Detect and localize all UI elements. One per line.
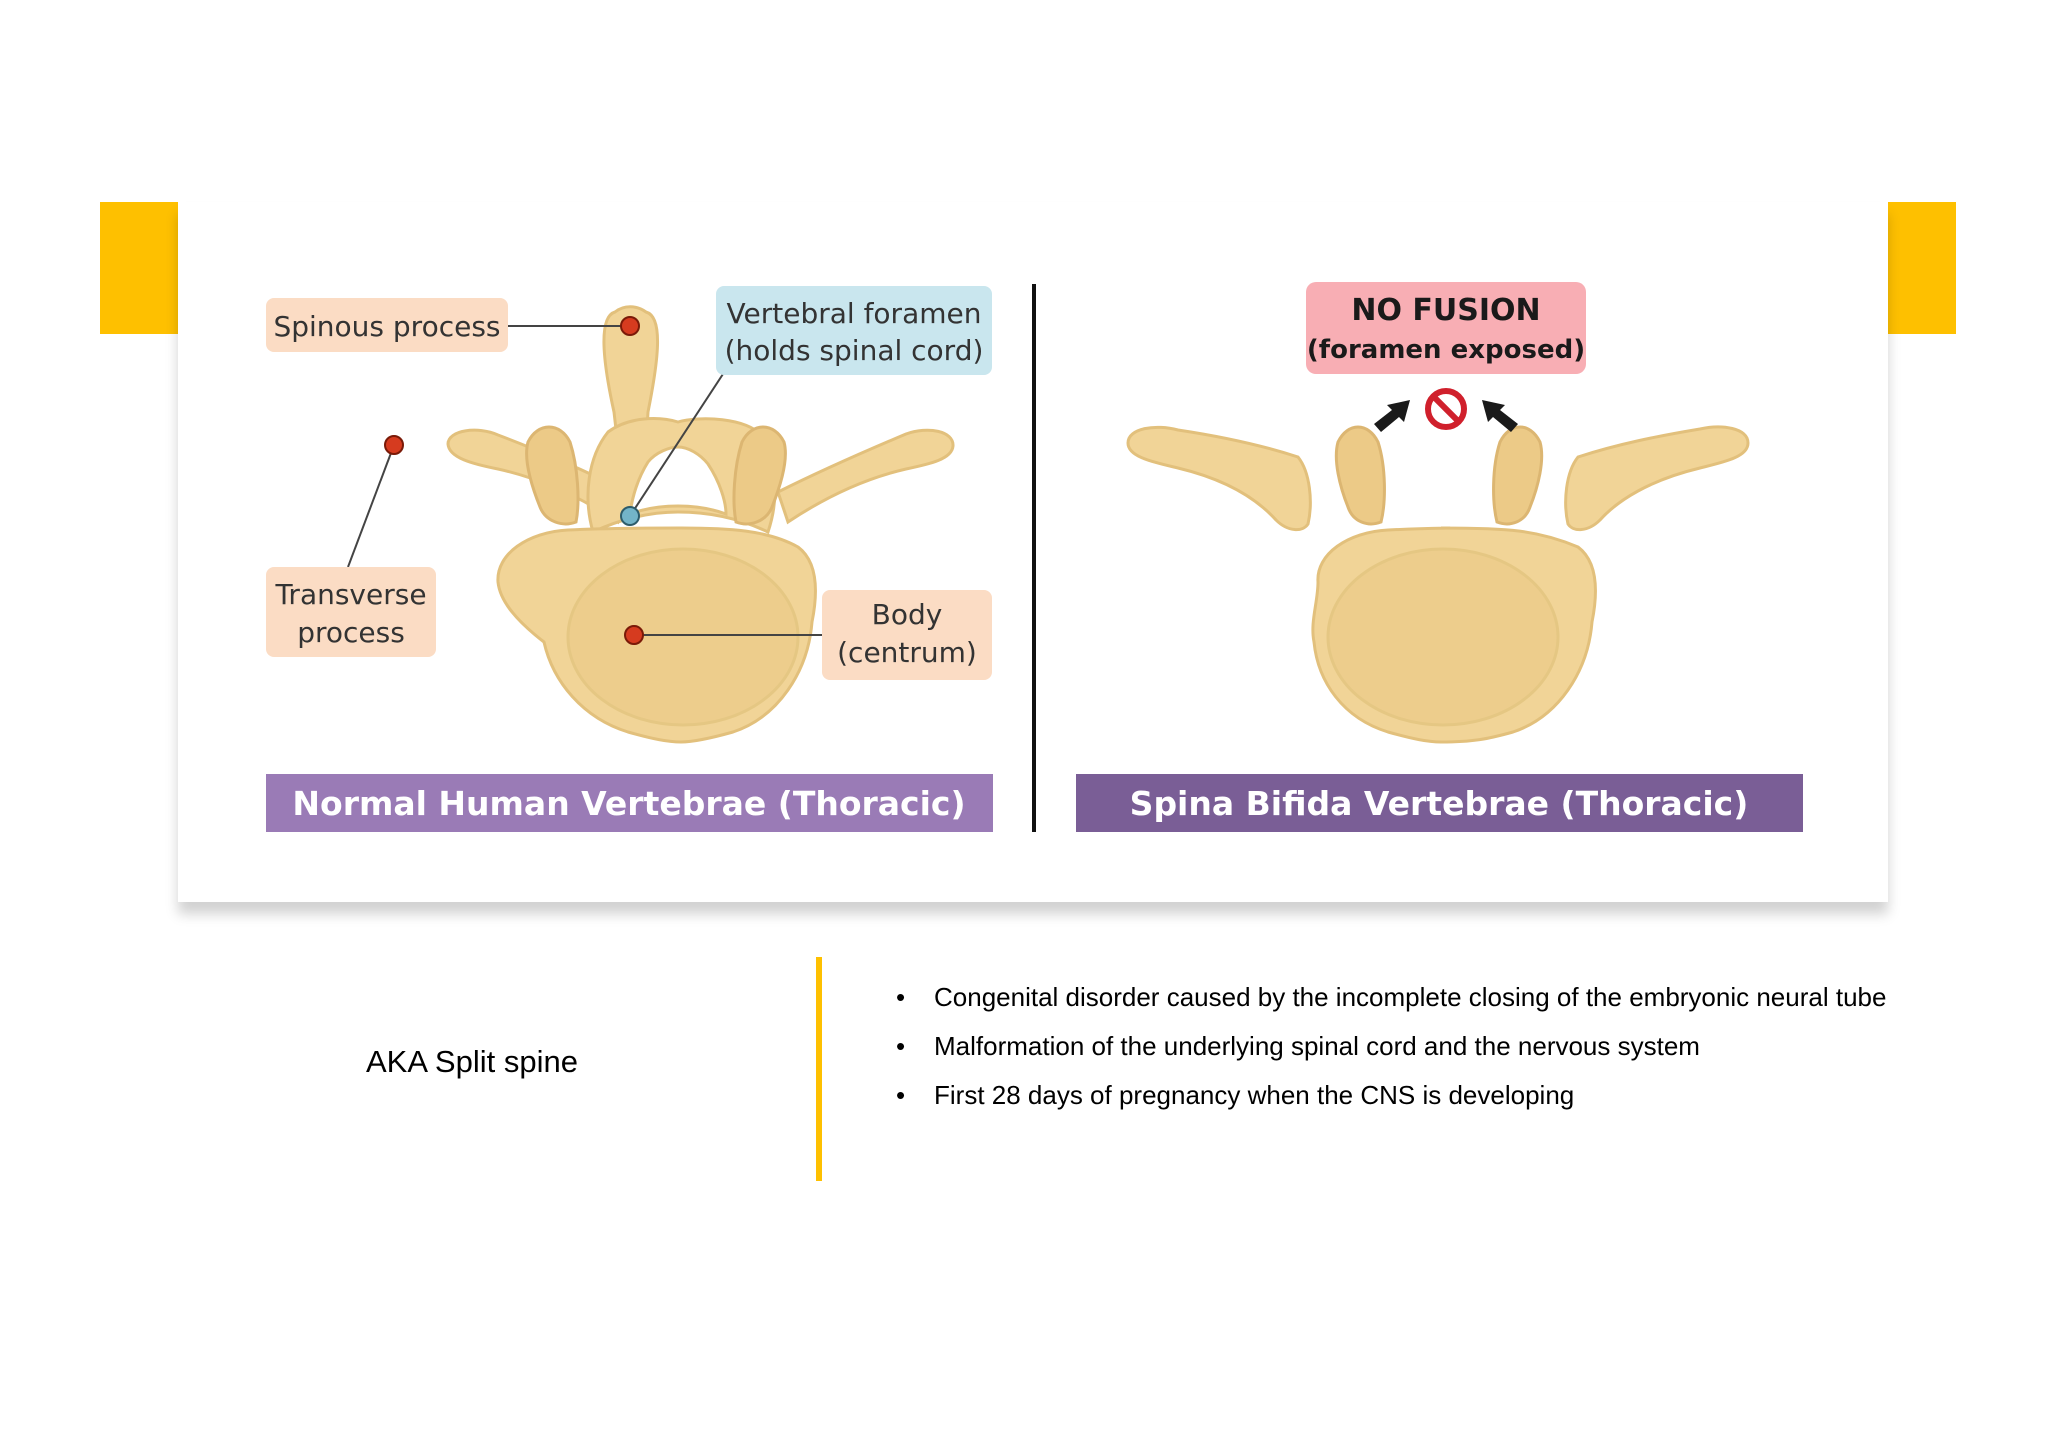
arrow-right-icon [1482, 400, 1518, 432]
body-label-line2: (centrum) [837, 636, 977, 669]
transverse-label-line2: process [297, 616, 405, 649]
bullet-dot-icon: • [896, 982, 906, 1012]
accent-block-left [100, 202, 178, 334]
bifida-banner-text: Spina Bifida Vertebrae (Thoracic) [1130, 784, 1749, 823]
body-label-box [822, 590, 992, 680]
bifida-vertebra-drawing [1126, 425, 1750, 744]
transverse-label-box [266, 567, 436, 657]
aka-split-spine-text: AKA Split spine [366, 1044, 578, 1079]
list-item: • Malformation of the underlying spinal c… [896, 1031, 1896, 1062]
spinous-marker-dot [620, 316, 640, 336]
list-item-text: First 28 days of pregnancy when the CNS … [934, 1080, 1575, 1110]
foramen-marker-dot [620, 506, 640, 526]
accent-block-right [1888, 202, 1956, 334]
arrow-left-icon [1374, 400, 1410, 432]
foramen-label-line1: Vertebral foramen [727, 297, 982, 330]
foramen-label-line2: (holds spinal cord) [725, 334, 984, 367]
vertebrae-figure: Spinous process Vertebral foramen (holds… [178, 202, 1888, 902]
normal-banner-text: Normal Human Vertebrae (Thoracic) [292, 784, 965, 823]
bifida-banner [1076, 774, 1803, 832]
normal-banner [266, 774, 993, 832]
no-fusion-label-box [1306, 282, 1586, 374]
no-fusion-label: NO FUSION [1351, 293, 1540, 328]
foramen-label-box [716, 286, 992, 375]
list-item: • First 28 days of pregnancy when the CNS… [896, 1080, 1896, 1111]
transverse-marker-dot [384, 435, 404, 455]
spinous-label-box [266, 298, 508, 352]
transverse-label-line1: Transverse [274, 578, 426, 611]
list-item-text: Malformation of the underlying spinal co… [934, 1031, 1700, 1061]
facts-list: • Congenital disorder caused by the incom… [896, 982, 1896, 1129]
body-label-line1: Body [872, 598, 943, 631]
vertebrae-illustration: Spinous process Vertebral foramen (holds… [266, 282, 1803, 832]
bullet-dot-icon: • [896, 1031, 906, 1061]
list-item: • Congenital disorder caused by the incom… [896, 982, 1896, 1013]
section-divider-bar [816, 957, 822, 1181]
foramen-exposed-label: (foramen exposed) [1307, 335, 1585, 365]
spinous-label: Spinous process [273, 310, 500, 343]
bullet-dot-icon: • [896, 1080, 906, 1110]
body-marker-dot [624, 625, 644, 645]
list-item-text: Congenital disorder caused by the incomp… [934, 982, 1887, 1012]
prohibited-icon [1425, 388, 1467, 430]
